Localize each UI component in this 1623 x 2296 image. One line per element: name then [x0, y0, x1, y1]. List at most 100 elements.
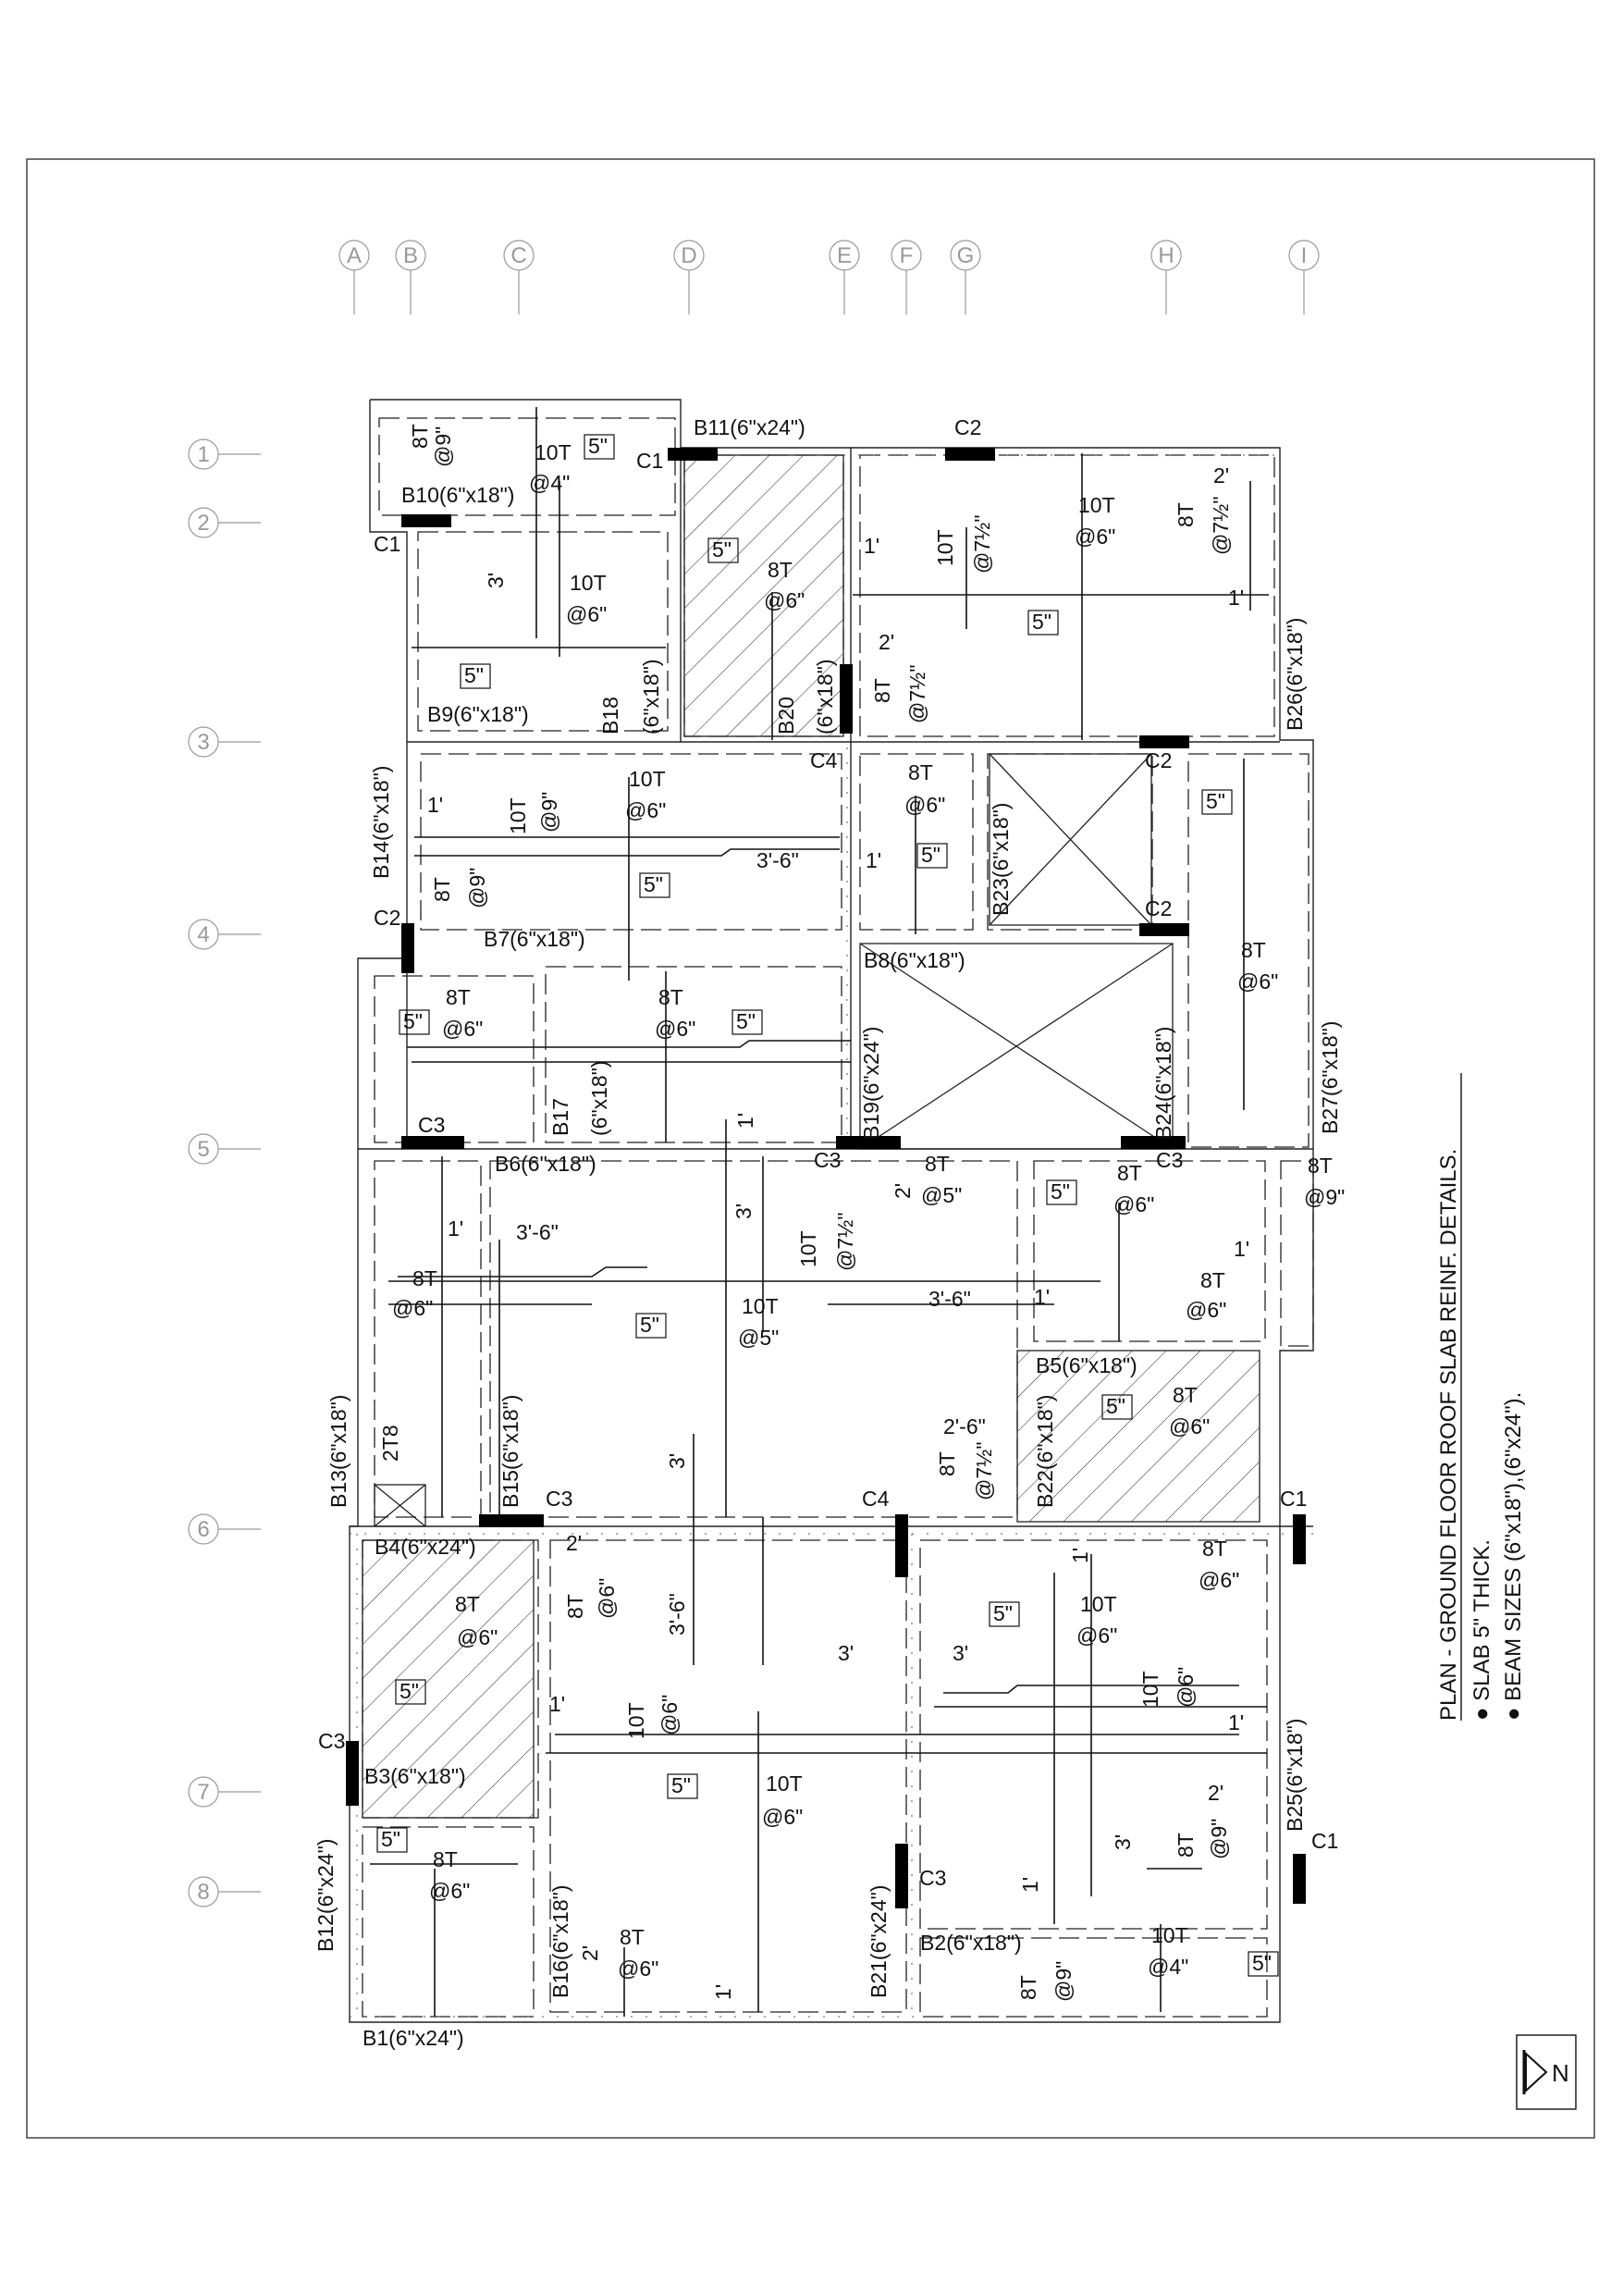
- label-dimension: 3'-6": [928, 1287, 971, 1311]
- column-C1-i8: [1293, 1854, 1306, 1904]
- label-beam-B9: B9(6"x18"): [427, 702, 529, 726]
- label-beam-B26: B26(6"x18"): [1283, 618, 1307, 731]
- grid-label-2: 2: [197, 511, 209, 536]
- column-C1-top: [668, 448, 718, 461]
- label-beam-B19: B19(6"x24"): [859, 1027, 883, 1140]
- label-slab-thickness: 5": [1106, 1394, 1125, 1418]
- label-col-C3: C3: [418, 1113, 445, 1137]
- label-bar: 8T: [908, 760, 933, 784]
- label-dimension: 2': [879, 630, 894, 654]
- label-col-C2: C2: [954, 415, 981, 439]
- label-bar-spacing: @9": [465, 868, 489, 908]
- label-bar: 2T8: [378, 1425, 402, 1462]
- label-beam-B17: B17: [548, 1098, 572, 1136]
- label-col-C2: C2: [374, 906, 400, 930]
- grid-label-8: 8: [197, 1880, 209, 1905]
- label-dimension: 1': [864, 534, 879, 558]
- label-dimension: 1': [1228, 586, 1244, 610]
- label-bar: 8T: [870, 678, 894, 703]
- label-bar-spacing: @5": [921, 1183, 962, 1207]
- label-bar-spacing: @6": [1169, 1414, 1210, 1438]
- label-bar: 8T: [412, 1266, 437, 1290]
- label-bar: 8T: [658, 985, 683, 1009]
- column-C3-f8: [895, 1844, 908, 1908]
- column-C2-h3: [1139, 735, 1189, 748]
- label-dimension: 3'-6": [516, 1220, 559, 1244]
- openings: [374, 753, 1174, 1527]
- label-bar: 8T: [620, 1925, 645, 1949]
- label-beam-B17-size: (6"x18"): [587, 1060, 611, 1136]
- label-bar-spacing: @6": [658, 1695, 682, 1735]
- label-dimension: 1': [1234, 1237, 1249, 1261]
- column-C1-i6: [1293, 1514, 1306, 1564]
- label-beam-B27: B27(6"x18"): [1318, 1021, 1342, 1134]
- label-slab-thickness: 5": [588, 434, 608, 458]
- north-label: N: [1552, 2059, 1569, 2087]
- label-bar-spacing: @6": [904, 793, 945, 817]
- label-dimension: 1': [448, 1216, 463, 1241]
- drawing-title: PLAN - GROUND FLOOR ROOF SLAB REINF. DET…: [1436, 1149, 1461, 1721]
- label-col-C3: C3: [546, 1487, 572, 1511]
- label-bar-spacing: @7½": [1209, 497, 1233, 556]
- hatched-slab-e6: [1016, 1350, 1260, 1523]
- grid-label-B: B: [403, 243, 418, 268]
- label-beam-B16: B16(6"x18"): [548, 1885, 572, 1998]
- label-beam-B10: B10(6"x18"): [401, 483, 514, 507]
- label-bar-spacing: @6": [1186, 1298, 1226, 1322]
- label-bar: 8T: [1174, 502, 1198, 527]
- label-bar: 8T: [1016, 1975, 1040, 2000]
- label-bar: 8T: [1241, 938, 1266, 962]
- label-bar-spacing: @7½": [972, 1442, 996, 1501]
- row-grid-labels: 1 2 3 4 5 6 7 8: [197, 442, 209, 1905]
- label-bar: 8T: [455, 1592, 480, 1616]
- label-beam-B23: B23(6"x18"): [989, 803, 1013, 916]
- label-dimension: 2': [1208, 1781, 1223, 1805]
- label-bar: 10T: [933, 529, 957, 566]
- label-bar: 8T: [1202, 1537, 1227, 1561]
- column-C3-e5: [836, 1136, 901, 1149]
- label-dimension: 3': [838, 1641, 854, 1665]
- label-bar-spacing: @6": [1174, 1667, 1198, 1708]
- label-beam-B1: B1(6"x24"): [363, 2026, 464, 2050]
- label-bar: 8T: [768, 558, 793, 582]
- label-bar: 10T: [742, 1294, 779, 1318]
- label-col-C3: C3: [919, 1866, 946, 1890]
- grid-label-4: 4: [197, 922, 209, 947]
- sheet-border: [26, 158, 1595, 2139]
- label-bar-spacing: @4": [1148, 1955, 1188, 1979]
- label-bar-spacing: @7½": [833, 1213, 857, 1272]
- grid-label-1: 1: [197, 442, 209, 467]
- label-dimension: 2': [1213, 463, 1229, 488]
- opening-stair: [989, 753, 1152, 926]
- north-arrow: N: [1516, 2034, 1577, 2110]
- opening-lift: [859, 943, 1174, 1150]
- label-bar: 10T: [1138, 1671, 1162, 1708]
- label-dimension: 3': [1111, 1834, 1135, 1850]
- label-dimension: 3': [732, 1204, 756, 1219]
- column-C2-top: [945, 448, 995, 461]
- grid-label-D: D: [681, 243, 696, 268]
- label-bar: 10T: [624, 1702, 648, 1739]
- label-slab-thickness: 5": [400, 1679, 419, 1703]
- column-C4-f6: [895, 1514, 908, 1577]
- label-slab-thickness: 5": [464, 663, 484, 687]
- label-dimension: 3': [484, 573, 508, 588]
- label-beam-B20: B20: [774, 697, 798, 734]
- label-col-C1: C1: [374, 532, 400, 556]
- label-beam-B11: B11(6"x24"): [694, 415, 805, 439]
- hatched-slab-b6: [362, 1539, 535, 1819]
- label-bar: 8T: [1308, 1154, 1333, 1178]
- label-bar-spacing: @6": [625, 798, 666, 822]
- label-bar-spacing: @6": [566, 602, 607, 626]
- label-beam-B21: B21(6"x24"): [867, 1885, 891, 1998]
- label-bar-spacing: @6": [429, 1879, 470, 1903]
- label-col-C4: C4: [810, 748, 838, 772]
- column-grid-labels: A B C D E F G H I: [347, 243, 1307, 268]
- label-beam-B14: B14(6"x18"): [369, 766, 393, 879]
- label-slab-thickness: 5": [381, 1827, 400, 1851]
- label-bar-spacing: @7½": [905, 665, 929, 724]
- label-bar: 10T: [1080, 1592, 1117, 1616]
- label-bar-spacing: @6": [618, 1957, 658, 1981]
- label-slab-thickness: 5": [640, 1313, 659, 1337]
- label-bar-spacing: @6": [392, 1296, 433, 1320]
